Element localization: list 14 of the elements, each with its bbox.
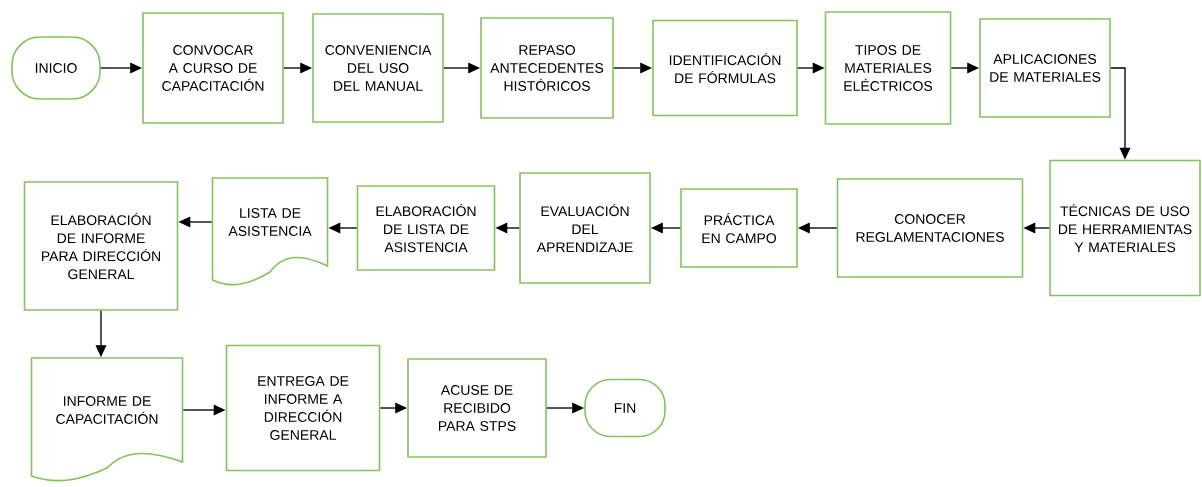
process-box: ELABORACIÓN DE INFORME PARA DIRECCIÓN GENERAL — [23, 181, 179, 311]
process-box: ACUSE DE RECIBIDO PARA STPS — [407, 358, 547, 458]
process-box: CONVOCAR A CURSO DE CAPACITACIÓN — [142, 12, 284, 124]
process-box: REPASO ANTECEDENTES HISTÓRICOS — [480, 17, 614, 119]
process-box: CONVENIENCIA DEL USO DEL MANUAL — [312, 13, 444, 123]
process-box: TIPOS DE MATERIALES ELÉCTRICOS — [824, 11, 952, 125]
process-box: ELABORACIÓN DE LISTA DE ASISTENCIA — [356, 185, 496, 271]
process-box: APLICACIONES DE MATERIALES — [979, 18, 1111, 118]
process-box: IDENTIFICACIÓN DE FÓRMULAS — [652, 19, 798, 117]
process-box: CONOCER REGLAMENTACIONES — [836, 178, 1024, 278]
process-box: EVALUACIÓN DEL APRENDIZAJE — [519, 172, 651, 284]
process-box: PRÁCTICA EN CAMPO — [680, 188, 798, 268]
process-box: ENTREGA DE INFORME A DIRECCIÓN GENERAL — [225, 344, 381, 472]
process-box: TÉCNICAS DE USO DE HERRAMIENTAS Y MATERIALES — [1049, 159, 1201, 297]
